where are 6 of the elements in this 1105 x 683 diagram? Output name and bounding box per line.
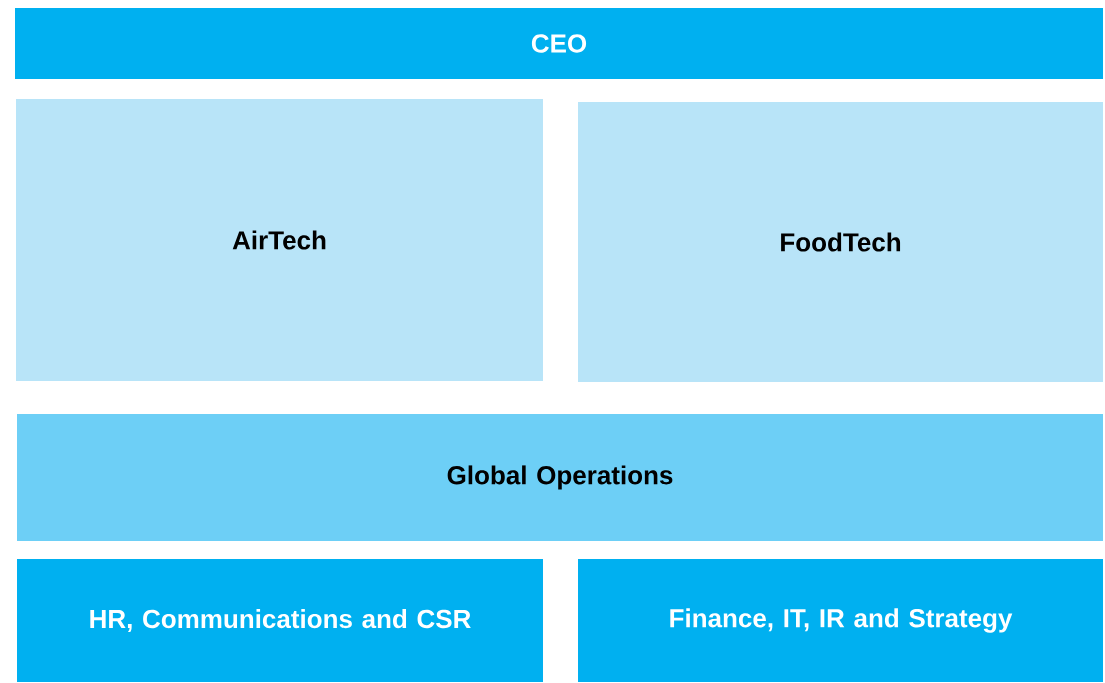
operations-bar: Global Operations (17, 414, 1103, 541)
title-bar: CEO (15, 8, 1103, 79)
function-box: HR, Communications and CSR (17, 559, 543, 682)
division-box: AirTech (16, 99, 543, 381)
function-box: Finance, IT, IR and Strategy (578, 559, 1103, 682)
division-box: FoodTech (578, 102, 1103, 382)
